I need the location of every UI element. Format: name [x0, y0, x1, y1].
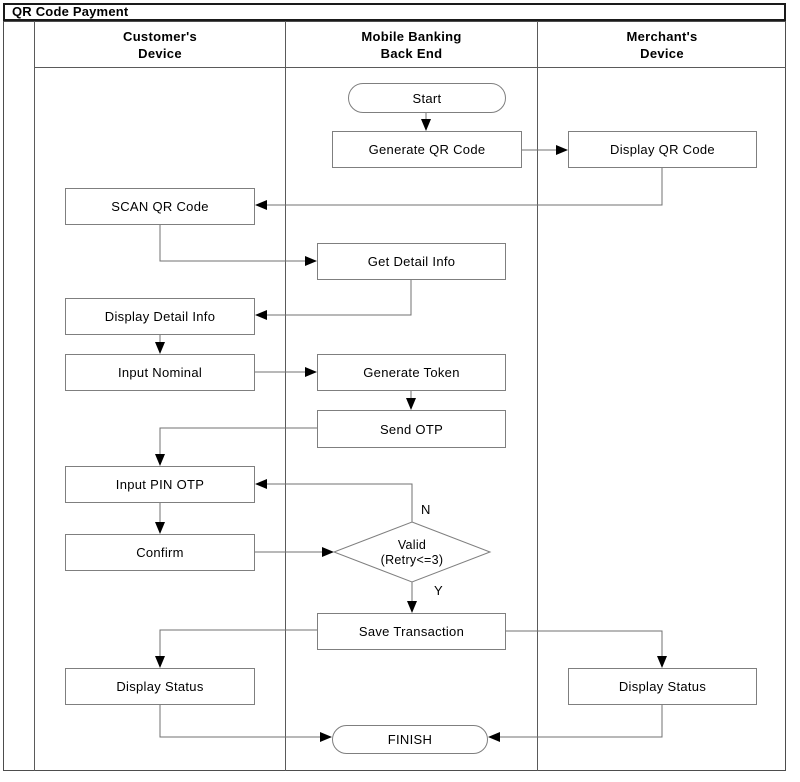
lane-header-separator	[34, 67, 786, 68]
node-confirm: Confirm	[65, 534, 255, 571]
left-margin-divider	[34, 21, 35, 771]
node-input-pin-otp: Input PIN OTP	[65, 466, 255, 503]
lane-header-mobile-banking-back-end: Mobile Banking Back End	[286, 26, 537, 64]
lane-divider-customer-backend	[285, 21, 286, 771]
decision-label: Valid (Retry<=3)	[334, 523, 490, 582]
node-display-detail-info: Display Detail Info	[65, 298, 255, 335]
node-display-status-merchant: Display Status	[568, 668, 757, 705]
node-send-otp: Send OTP	[317, 410, 506, 448]
lane-header-line: Device	[138, 46, 182, 61]
node-input-nominal: Input Nominal	[65, 354, 255, 391]
node-scan-qr-code: SCAN QR Code	[65, 188, 255, 225]
node-get-detail-info: Get Detail Info	[317, 243, 506, 280]
lane-header-line: Customer's	[123, 29, 197, 44]
decision-label-line: (Retry<=3)	[380, 552, 444, 567]
node-display-qr-code: Display QR Code	[568, 131, 757, 168]
node-display-status-customer: Display Status	[65, 668, 255, 705]
lane-header-line: Merchant's	[626, 29, 698, 44]
decision-label-line: Valid	[397, 537, 427, 552]
diagram-title: QR Code Payment	[3, 3, 786, 21]
node-generate-qr-code: Generate QR Code	[332, 131, 522, 168]
node-generate-token: Generate Token	[317, 354, 506, 391]
lane-divider-backend-merchant	[537, 21, 538, 771]
lane-header-line: Back End	[380, 46, 443, 61]
lane-header-customer-device: Customer's Device	[35, 26, 285, 64]
node-start: Start	[348, 83, 506, 113]
lane-header-line: Mobile Banking	[361, 29, 462, 44]
lane-header-line: Device	[640, 46, 684, 61]
lane-header-merchant-device: Merchant's Device	[538, 26, 786, 64]
branch-label-no: N	[421, 502, 431, 517]
node-finish: FINISH	[332, 725, 488, 754]
branch-label-yes: Y	[434, 583, 443, 598]
node-save-transaction: Save Transaction	[317, 613, 506, 650]
